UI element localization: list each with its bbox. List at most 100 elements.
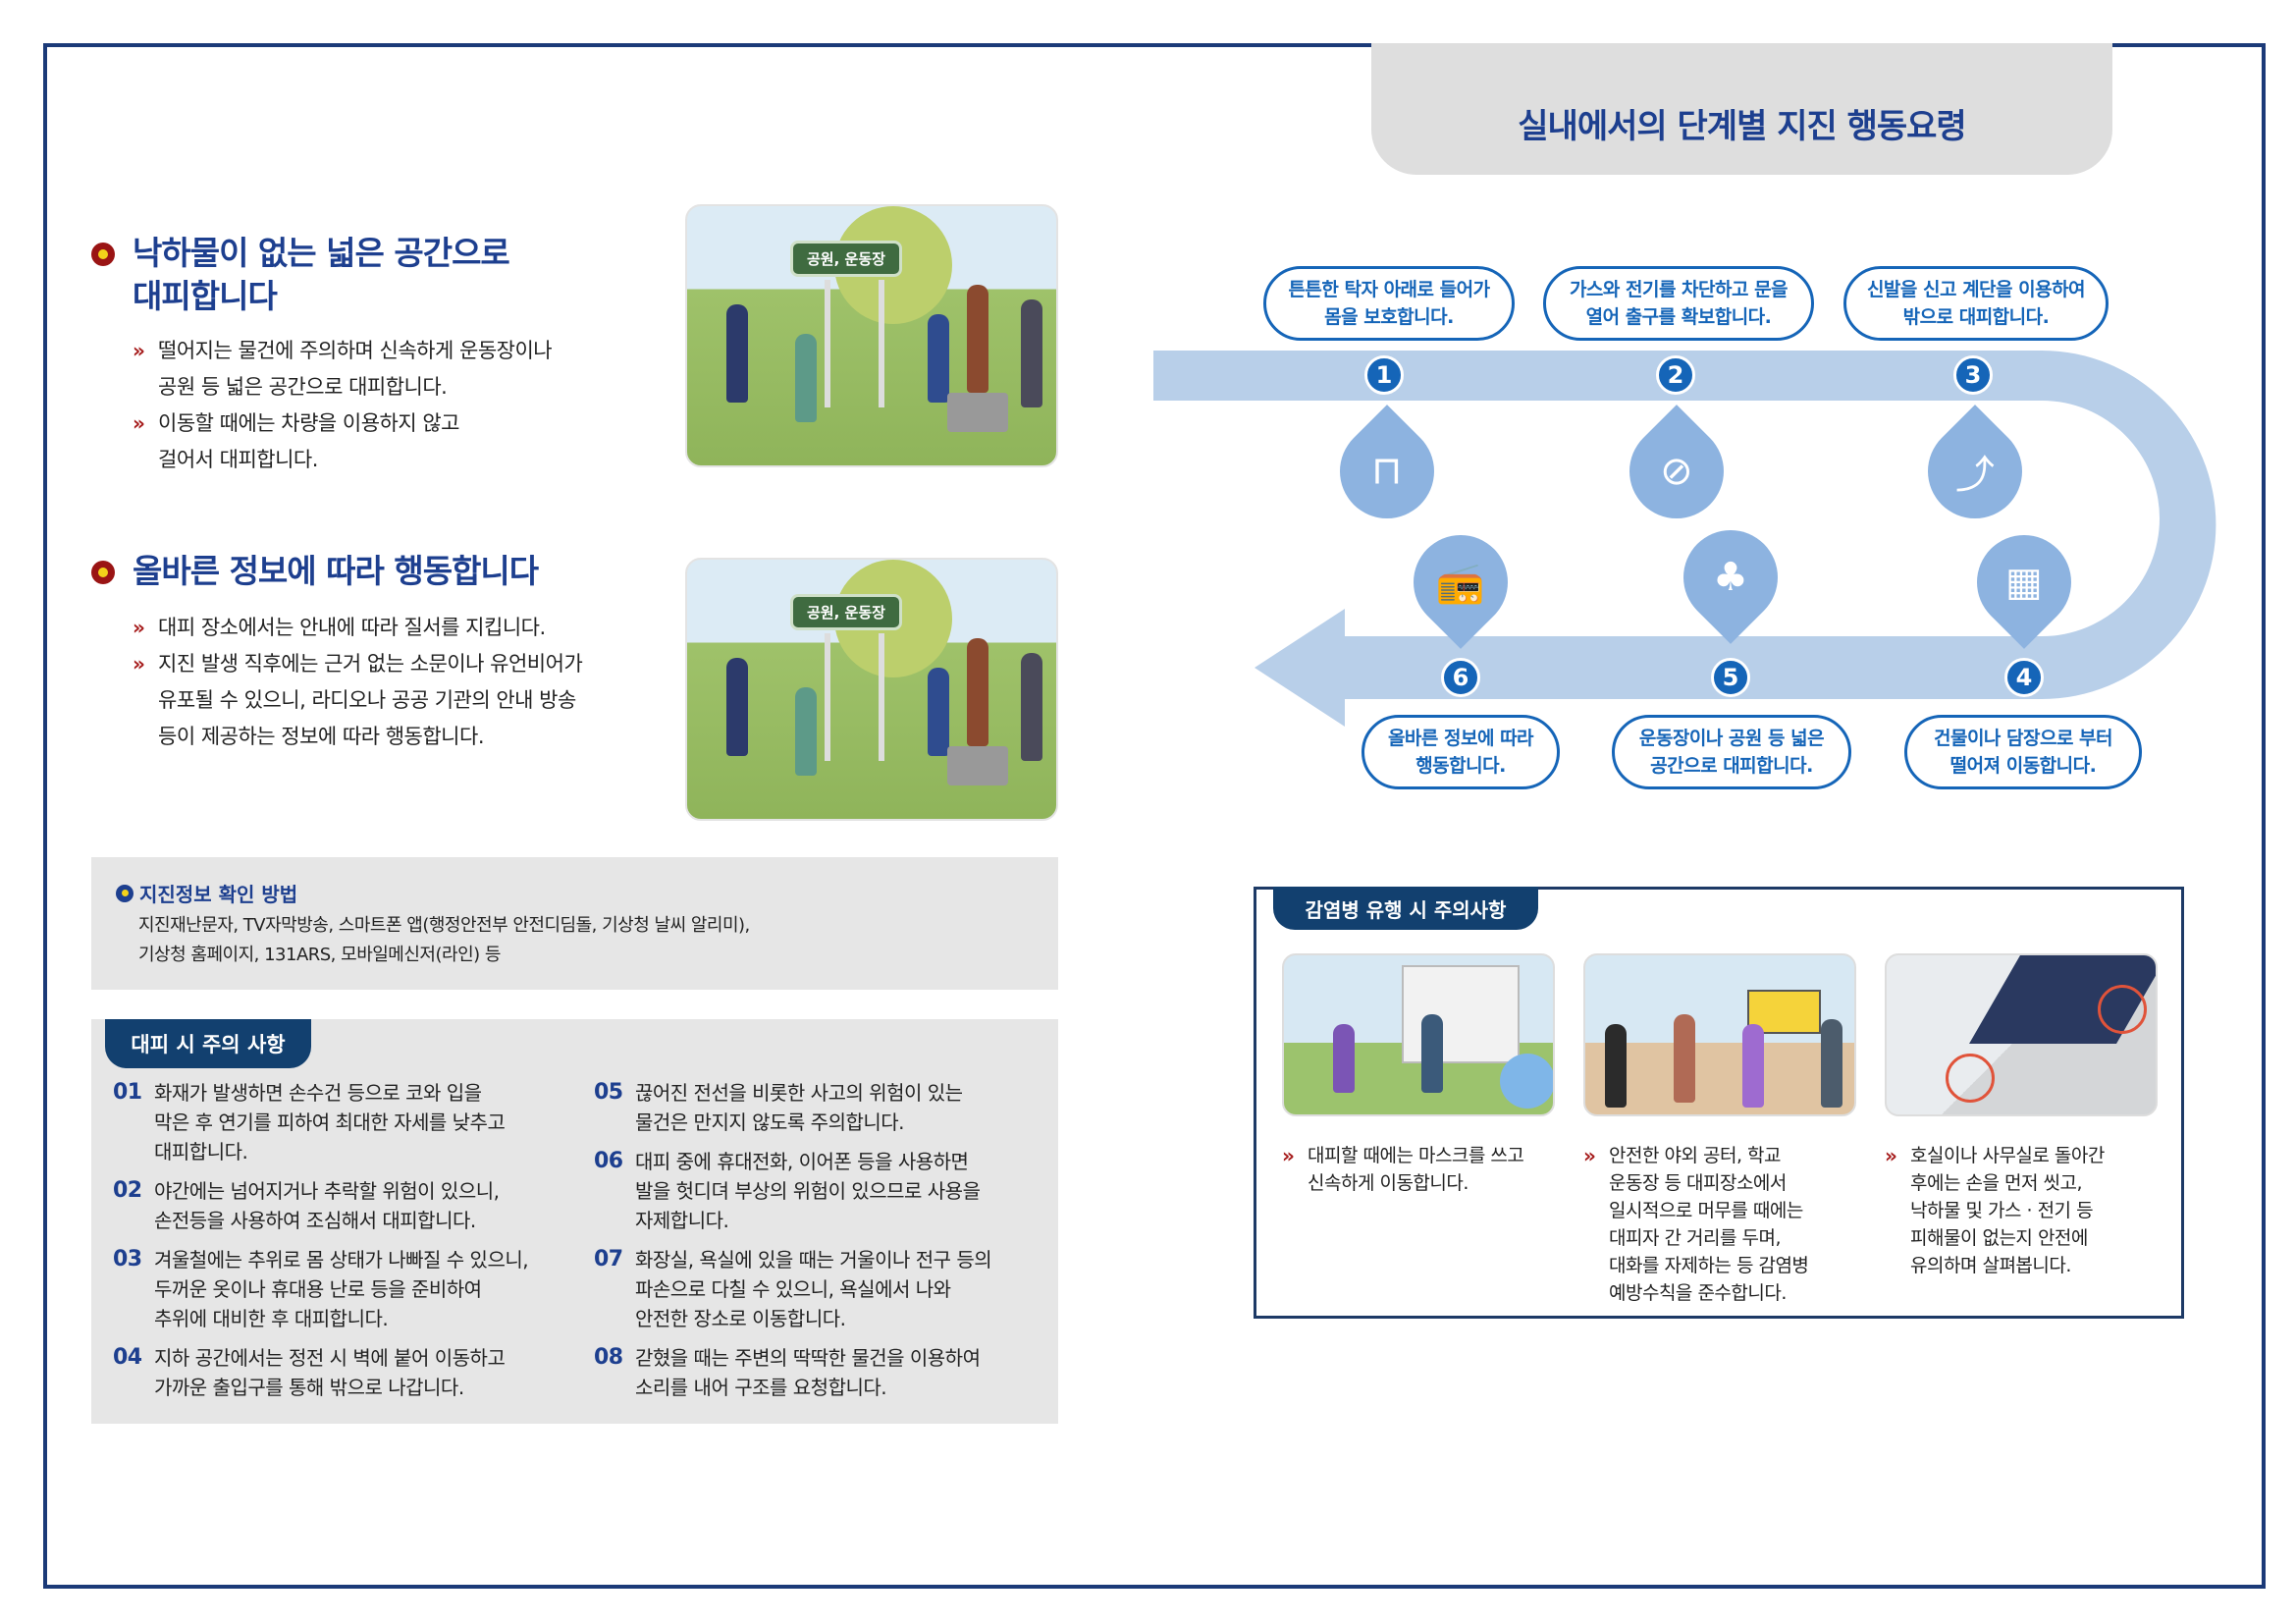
bullet-text: 걸어서 대피합니다. (158, 448, 318, 471)
info-line: 기상청 홈페이지, 131ARS, 모바일메신저(라인) 등 (138, 945, 501, 965)
caption-line: 운동장이나 공원 등 넓은 (1638, 728, 1825, 749)
item-text: 호실이나 사무실로 돌아간 (1910, 1145, 2105, 1166)
chevron-right-icon: » (133, 616, 145, 639)
item-number: 08 (594, 1345, 623, 1370)
item-text: 후에는 손을 먼저 씻고, (1910, 1172, 2082, 1194)
bullet-text: 떨어지는 물건에 주의하며 신속하게 운동장이나 (158, 339, 553, 362)
item-text: 파손으로 다칠 수 있으니, 욕실에서 나와 (635, 1277, 951, 1301)
caption-line: 열어 출구를 확보합니다. (1585, 306, 1772, 328)
park-evacuation-illustration: 공원, 운동장 (685, 204, 1058, 467)
chevron-right-icon: » (1885, 1144, 1897, 1167)
item-text: 화재가 발생하면 손수건 등으로 코와 입을 (154, 1081, 482, 1105)
item-number: 06 (594, 1149, 623, 1173)
bullet-text: 대피 장소에서는 안내에 따라 질서를 지킵니다. (158, 616, 546, 639)
item-text: 자제합니다. (635, 1209, 729, 1232)
item-text: 피해물이 없는지 안전에 (1910, 1227, 2088, 1249)
chevron-right-icon: » (133, 652, 145, 676)
bullet-text: 지진 발생 직후에는 근거 없는 소문이나 유언비어가 (158, 652, 583, 676)
chevron-right-icon: » (133, 411, 145, 435)
section1-heading: 낙하물이 없는 넓은 공간으로 대피합니다 (133, 232, 510, 318)
caption-line: 몸을 보호합니다. (1324, 306, 1454, 328)
bullet-text: 공원 등 넓은 공간으로 대피합니다. (158, 375, 448, 399)
park-sign: 공원, 운동장 (790, 241, 902, 277)
item-text: 대피 중에 휴대전화, 이어폰 등을 사용하면 (635, 1150, 969, 1173)
heading-line: 낙하물이 없는 넓은 공간으로 (133, 234, 510, 272)
mask-evacuation-illustration (1282, 953, 1555, 1116)
step-number-4: 4 (2004, 658, 2044, 697)
item-text: 예방수칙을 준수합니다. (1609, 1282, 1787, 1304)
step-number-1: 1 (1364, 355, 1404, 395)
item-text: 막은 후 연기를 피하여 최대한 자세를 낮추고 (154, 1110, 506, 1134)
item-text: 가까운 출입구를 통해 밖으로 나갑니다. (154, 1376, 464, 1399)
caption-line: 공간으로 대피합니다. (1650, 755, 1813, 777)
chevron-right-icon: » (133, 339, 145, 362)
bullet-text: 유포될 수 있으니, 라디오나 공공 기관의 안내 방송 (158, 688, 576, 712)
item-number: 05 (594, 1080, 623, 1105)
item-text: 물건은 만지지 않도록 주의합니다. (635, 1110, 905, 1134)
step-number-5: 5 (1711, 658, 1750, 697)
caption-line: 튼튼한 탁자 아래로 들어가 (1288, 279, 1490, 300)
infection-tab: 감염병 유행 시 주의사항 (1273, 887, 1538, 930)
caption-line: 가스와 전기를 차단하고 문을 (1569, 279, 1789, 300)
info-line: 지진재난문자, TV자막방송, 스마트폰 앱(행정안전부 안전디딤돌, 기상청 … (138, 915, 750, 936)
step-number-2: 2 (1656, 355, 1695, 395)
item-text: 화장실, 욕실에 있을 때는 거울이나 전구 등의 (635, 1248, 992, 1272)
item-number: 04 (113, 1345, 142, 1370)
handwashing-safety-check-illustration (1885, 953, 2158, 1116)
page-title: 실내에서의 단계별 지진 행동요령 (1518, 106, 1966, 146)
item-text: 갇혔을 때는 주변의 딱딱한 물건을 이용하여 (635, 1346, 981, 1370)
caption-line: 올바른 정보에 따라 (1387, 728, 1534, 749)
precautions-tab: 대피 시 주의 사항 (105, 1019, 311, 1068)
item-text: 지하 공간에서는 정전 시 벽에 붙어 이동하고 (154, 1346, 506, 1370)
item-number: 03 (113, 1247, 142, 1272)
item-text: 유의하며 살펴봅니다. (1910, 1255, 2071, 1276)
caption-line: 행동합니다. (1415, 755, 1506, 777)
bullet-text: 등이 제공하는 정보에 따라 행동합니다. (158, 725, 485, 748)
item-text: 안전한 야외 공터, 학교 (1609, 1145, 1781, 1166)
chevron-right-icon: » (1282, 1144, 1295, 1167)
bullet-text: 이동할 때에는 차량을 이용하지 않고 (158, 411, 460, 435)
item-text: 야간에는 넘어지거나 추락할 위험이 있으니, (154, 1179, 500, 1203)
caption-line: 건물이나 담장으로 부터 (1933, 728, 2113, 749)
bullet-dot-icon (91, 561, 115, 584)
item-text: 대피자 간 거리를 두며, (1609, 1227, 1781, 1249)
chevron-right-icon: » (1583, 1144, 1596, 1167)
park-information-illustration: 공원, 운동장 (685, 558, 1058, 821)
item-text: 대피합니다. (154, 1140, 248, 1164)
item-text: 두꺼운 옷이나 휴대용 난로 등을 준비하여 (154, 1277, 482, 1301)
step-number-6: 6 (1441, 658, 1480, 697)
caption-line: 밖으로 대피합니다. (1902, 306, 2050, 328)
bullet-dot-icon (116, 884, 133, 902)
page-border (43, 43, 2266, 1589)
caption-line: 떨어져 이동합니다. (1949, 755, 2097, 777)
heading-line: 대피합니다 (133, 277, 278, 315)
item-text: 일시적으로 머무를 때에는 (1609, 1200, 1803, 1221)
item-text: 끊어진 전선을 비롯한 사고의 위험이 있는 (635, 1081, 963, 1105)
item-text: 대화를 자제하는 등 감염병 (1609, 1255, 1809, 1276)
item-number: 02 (113, 1178, 142, 1203)
item-text: 대피할 때에는 마스크를 쓰고 (1308, 1145, 1524, 1166)
